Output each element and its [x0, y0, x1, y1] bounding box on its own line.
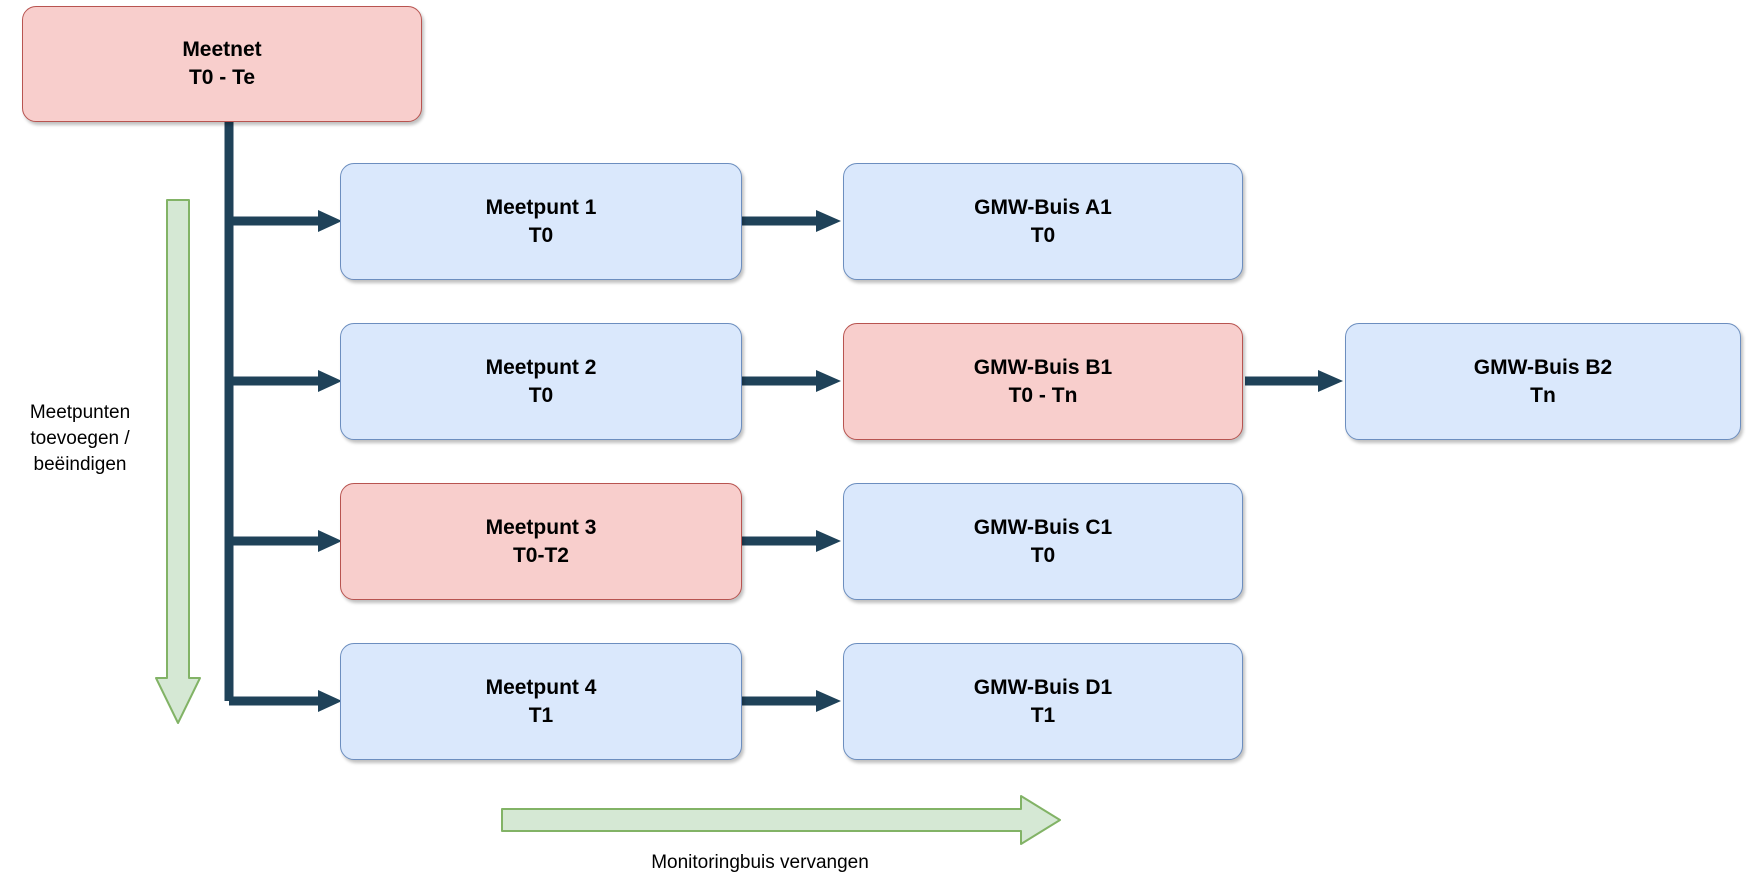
node-gmw-buis-b1-period: T0 - Tn — [1008, 383, 1078, 407]
node-meetnet: Meetnet T0 - Te — [22, 6, 422, 122]
node-meetpunt-2-label: Meetpunt 2 — [485, 355, 597, 379]
arrowhead-meetpunt2 — [318, 370, 342, 392]
node-meetnet-period: T0 - Te — [188, 66, 256, 89]
node-gmw-buis-b2-label: GMW-Buis B2 — [1473, 355, 1613, 379]
left-arrow-annotation-line1: Meetpunten — [29, 402, 131, 423]
vertical-green-arrow — [155, 199, 201, 724]
bottom-arrow-annotation: Monitoringbuis vervangen — [651, 852, 869, 873]
arrowhead-gmw-b2 — [1318, 370, 1343, 392]
node-gmw-buis-c1-period: T0 — [1030, 543, 1056, 567]
node-gmw-buis-d1-label: GMW-Buis D1 — [973, 675, 1113, 699]
arrowhead-gmw-c1 — [816, 530, 841, 552]
arrowhead-meetpunt3 — [318, 530, 342, 552]
node-meetpunt-1-period: T0 — [528, 223, 554, 247]
left-arrow-annotation-line2: toevoegen / — [30, 428, 130, 449]
horizontal-green-arrow — [501, 795, 1061, 845]
node-meetpunt-3-label: Meetpunt 3 — [485, 515, 597, 539]
node-meetpunt-4-label: Meetpunt 4 — [485, 675, 597, 699]
node-gmw-buis-b2: GMW-Buis B2 Tn — [1345, 323, 1741, 440]
node-gmw-buis-d1: GMW-Buis D1 T1 — [843, 643, 1243, 760]
node-gmw-buis-c1: GMW-Buis C1 T0 — [843, 483, 1243, 600]
node-gmw-buis-b2-period: Tn — [1530, 383, 1556, 407]
node-gmw-buis-d1-period: T1 — [1030, 703, 1056, 727]
arrowhead-gmw-a1 — [816, 210, 841, 232]
node-meetpunt-4-period: T1 — [528, 703, 554, 727]
node-meetpunt-3: Meetpunt 3 T0-T2 — [340, 483, 742, 600]
node-meetnet-label: Meetnet — [182, 38, 262, 61]
left-arrow-annotation-line3: beëindigen — [33, 454, 127, 475]
node-meetpunt-1: Meetpunt 1 T0 — [340, 163, 742, 280]
node-meetpunt-2: Meetpunt 2 T0 — [340, 323, 742, 440]
node-gmw-buis-a1-label: GMW-Buis A1 — [974, 195, 1112, 219]
node-gmw-buis-c1-label: GMW-Buis C1 — [973, 515, 1113, 539]
node-gmw-buis-b1-label: GMW-Buis B1 — [973, 355, 1113, 379]
arrowhead-meetpunt4 — [318, 690, 342, 712]
node-gmw-buis-b1: GMW-Buis B1 T0 - Tn — [843, 323, 1243, 440]
node-meetpunt-1-label: Meetpunt 1 — [485, 195, 597, 219]
left-arrow-annotation: Meetpunten toevoegen / beëindigen — [2, 400, 158, 478]
arrowhead-gmw-b1 — [816, 370, 841, 392]
node-meetpunt-4: Meetpunt 4 T1 — [340, 643, 742, 760]
arrowhead-meetpunt1 — [318, 210, 342, 232]
node-meetpunt-2-period: T0 — [528, 383, 554, 407]
arrowhead-gmw-d1 — [816, 690, 841, 712]
node-meetpunt-3-period: T0-T2 — [512, 543, 569, 567]
node-gmw-buis-a1: GMW-Buis A1 T0 — [843, 163, 1243, 280]
node-gmw-buis-a1-period: T0 — [1030, 223, 1056, 247]
